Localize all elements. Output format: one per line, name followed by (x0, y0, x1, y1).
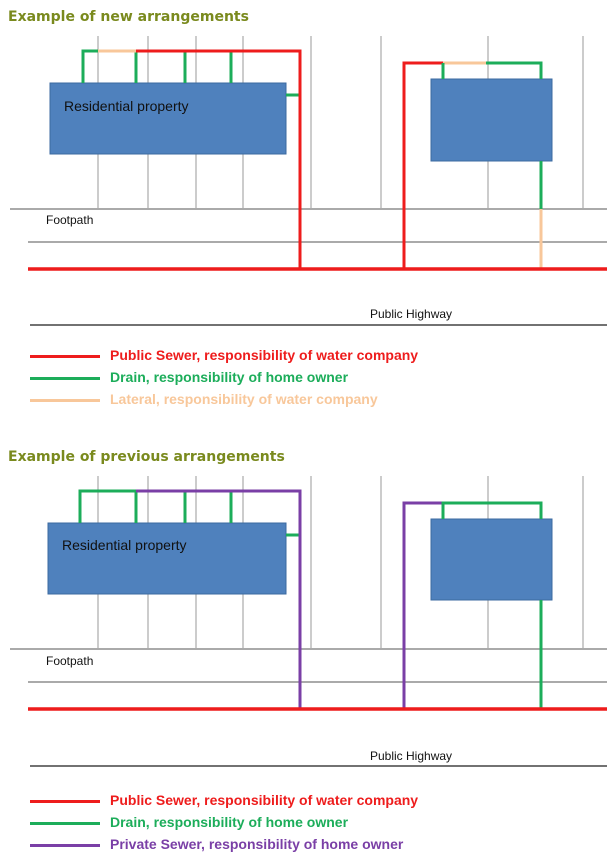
previous-arrangements-diagram: Footpath Public Highway Residential prop… (0, 476, 607, 776)
residential-property-right (430, 518, 553, 601)
legend-swatch-public-sewer (30, 800, 100, 803)
public-sewer-left (136, 49, 302, 269)
residential-property-left (49, 82, 287, 155)
legend-text: Lateral, responsibility of water company (110, 391, 378, 407)
new-arrangements-heading: Example of new arrangements (8, 9, 249, 25)
legend-swatch-lateral (30, 399, 100, 402)
residential-property-right (430, 78, 553, 162)
private-sewer-right (402, 501, 443, 709)
residential-property-label: Residential property (62, 537, 187, 553)
previous-arrangements-heading: Example of previous arrangements (8, 449, 285, 465)
legend-swatch-drain (30, 822, 100, 825)
drain-pipes-left (81, 49, 300, 97)
highway-label: Public Highway (370, 307, 452, 321)
legend-text: Drain, responsibility of home owner (110, 814, 349, 830)
footpath-label: Footpath (46, 654, 93, 668)
legend-swatch-drain (30, 377, 100, 380)
legend-text: Public Sewer, responsibility of water co… (110, 792, 419, 808)
legend-swatch-private-sewer (30, 844, 100, 847)
legend-text: Public Sewer, responsibility of water co… (110, 347, 419, 363)
legend-text: Drain, responsibility of home owner (110, 369, 349, 385)
new-arrangements-diagram: Footpath Public Highway Residential prop… (0, 36, 607, 336)
drain-pipes-right (441, 61, 543, 209)
previous-arrangements-svg: Footpath Public Highway Residential prop… (10, 476, 607, 767)
drain-pipes-right (441, 501, 543, 709)
new-arrangements-svg: Footpath Public Highway Residential prop… (10, 36, 607, 326)
footpath-label: Footpath (46, 213, 93, 227)
residential-property-left (47, 522, 287, 595)
legend-text: Private Sewer, responsibility of home ow… (110, 836, 404, 852)
highway-label: Public Highway (370, 749, 452, 763)
legend-swatch-public-sewer (30, 355, 100, 358)
residential-property-label: Residential property (64, 98, 189, 114)
public-sewer-right (402, 61, 443, 269)
private-sewer-left (136, 489, 302, 709)
